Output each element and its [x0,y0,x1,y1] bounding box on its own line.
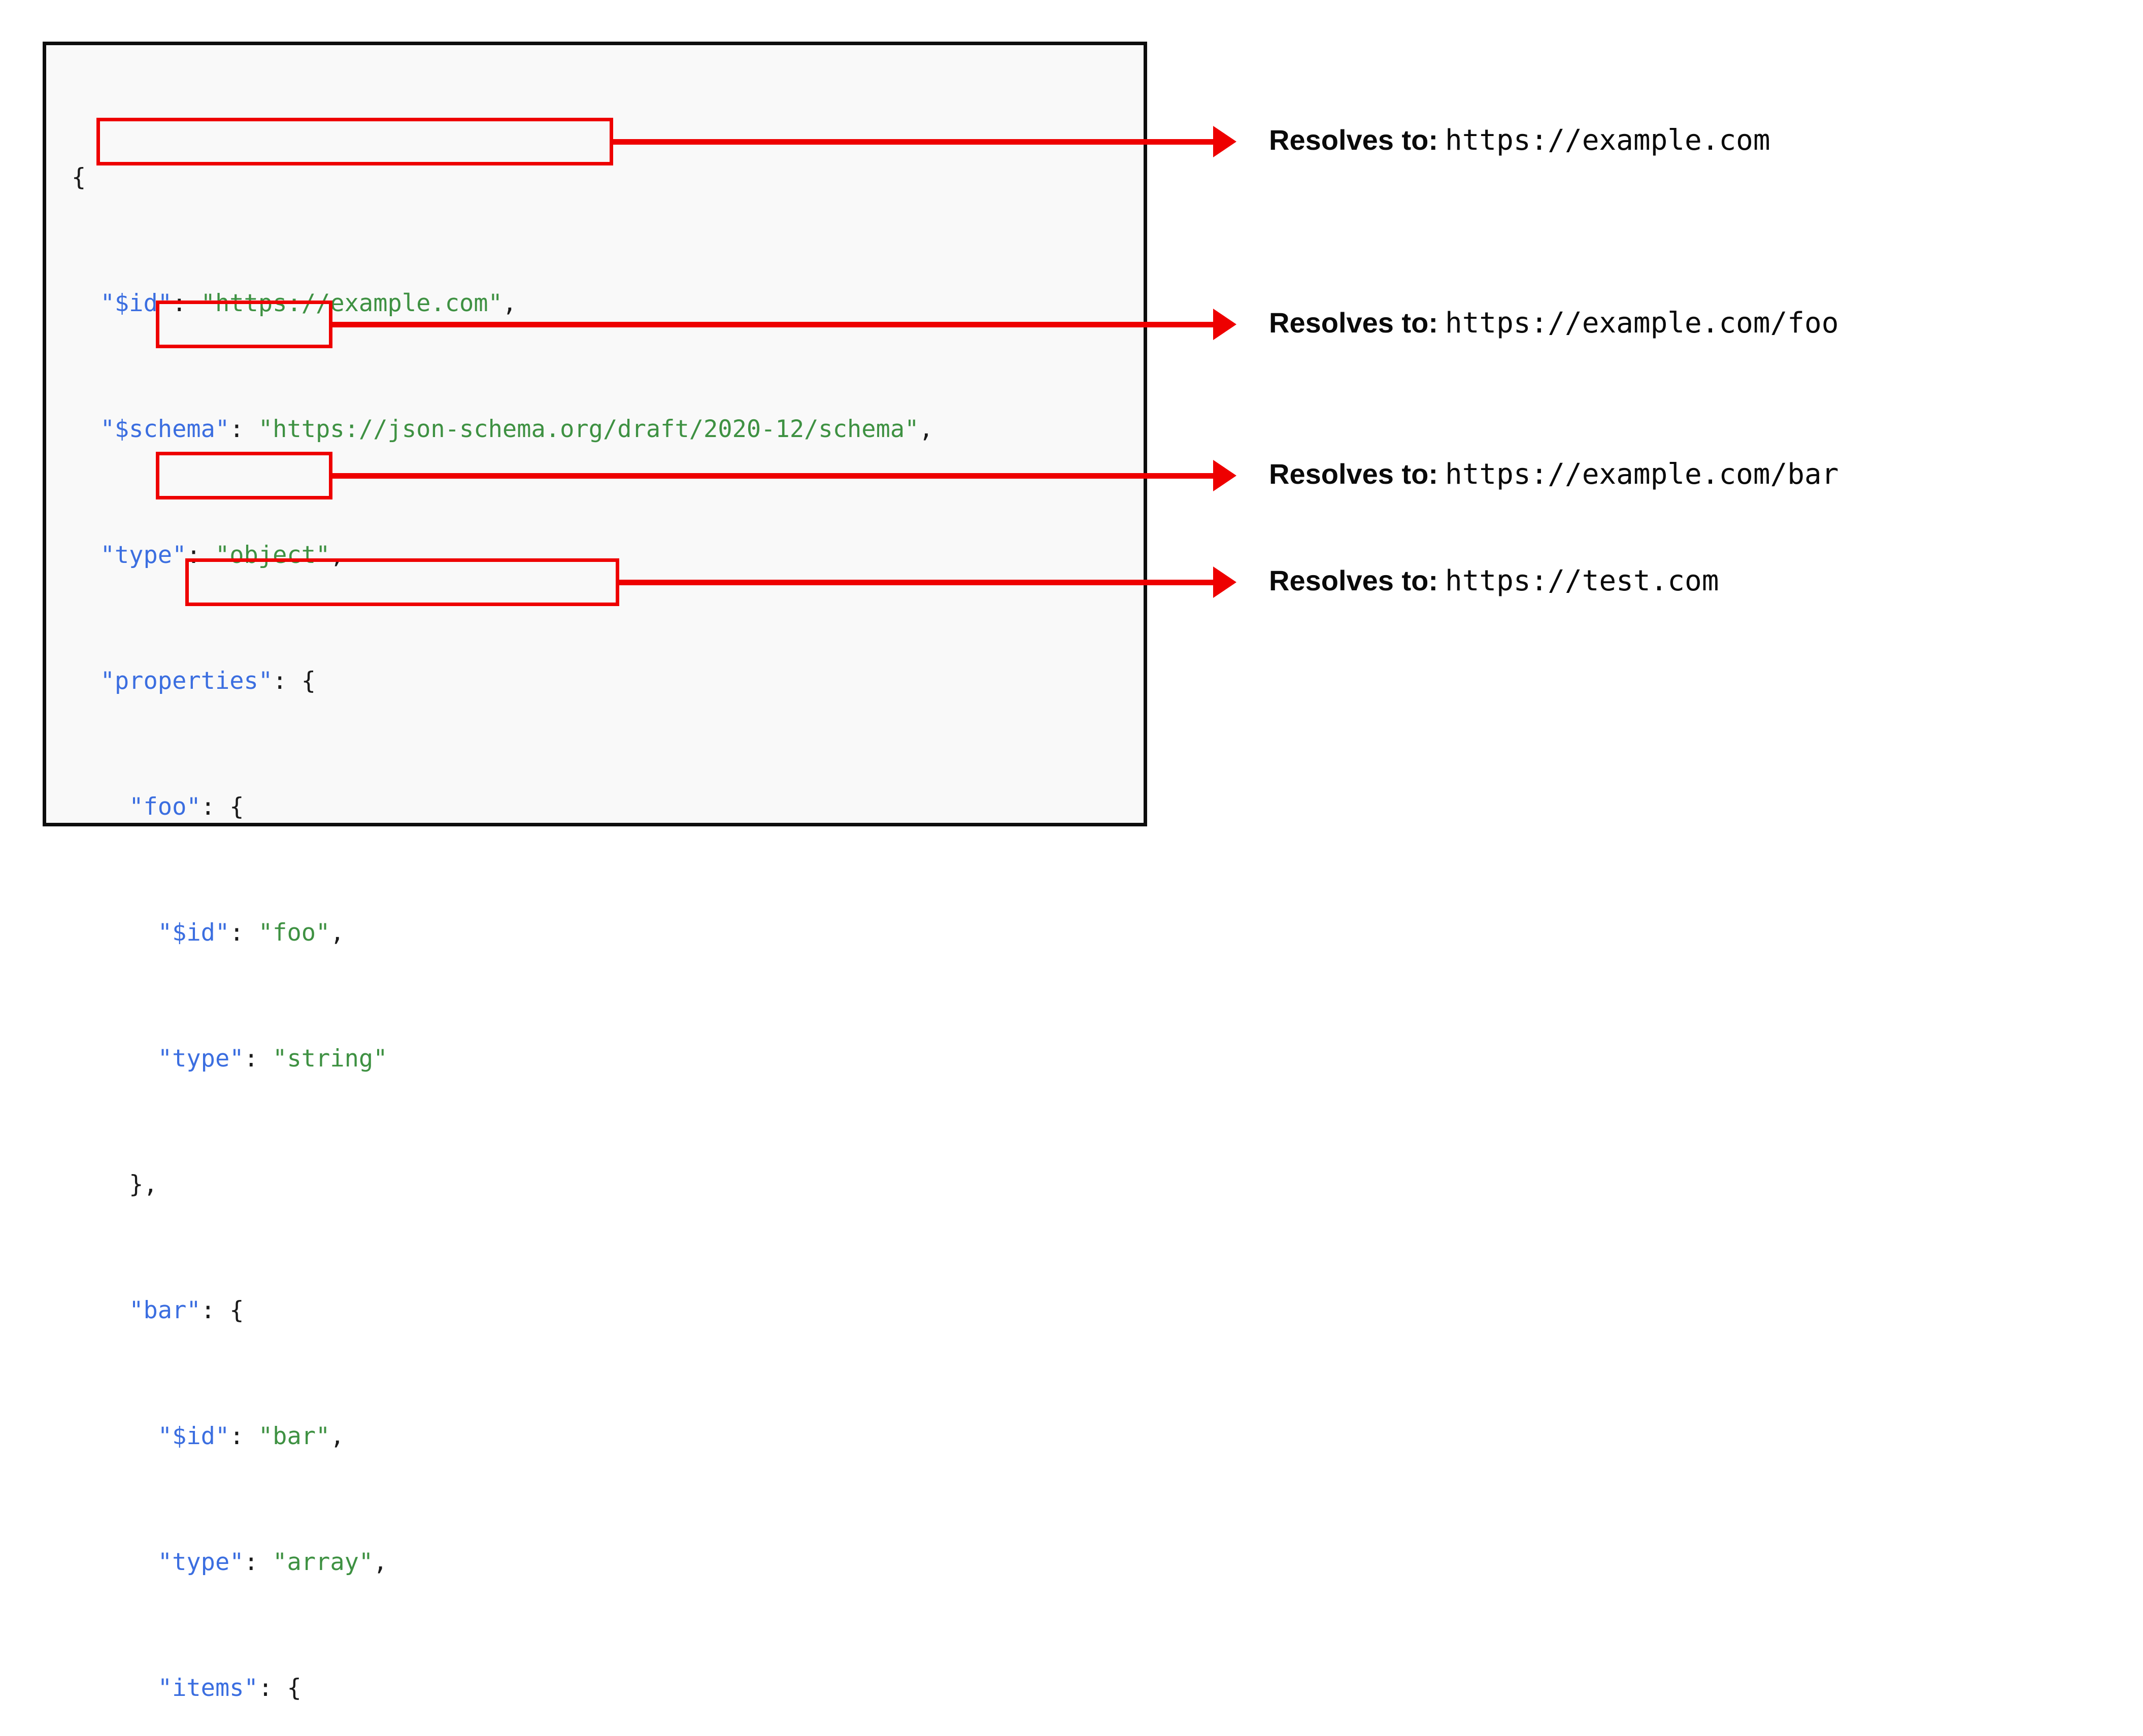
code-line: "type": "object", [100,541,345,569]
code-line: { [72,163,86,191]
code-line: "$schema": "https://json-schema.org/draf… [100,415,933,443]
json-code-panel: { "$id": "https://example.com", "$schema… [43,42,1147,1702]
json-key: "properties" [100,667,273,695]
json-value: "https://json-schema.org/draft/2020-12/s… [258,415,919,443]
json-value: "string" [273,1045,388,1073]
json-key: "$id" [157,1422,230,1450]
json-value: "object" [215,541,330,569]
annotation-url: https://example.com/foo [1445,307,1839,340]
annotation-label: Resolves to: [1269,124,1438,156]
code-line: }, [72,1171,158,1198]
json-key: "type" [100,541,187,569]
code-line: "$id": "https://example.com", [100,289,517,317]
json-key: "$id" [157,919,230,947]
annotation-url: https://test.com [1445,564,1719,597]
json-value: "foo" [258,919,330,947]
diagram-canvas: { "$id": "https://example.com", "$schema… [43,42,1838,1702]
arrow-head-foo-id [1213,309,1236,340]
json-key: "bar" [129,1296,201,1324]
connector-line-bar-id [329,473,1216,479]
connector-line-items-id [616,580,1216,585]
code-line: "$id": "foo", [157,919,345,947]
arrow-head-root-id [1213,126,1236,157]
json-code-block: { "$id": "https://example.com", "$schema… [46,45,933,1736]
json-value: "bar" [258,1422,330,1450]
json-key: "foo" [129,793,201,821]
json-value: "https://example.com" [200,289,503,317]
json-key: "$schema" [100,415,230,443]
annotation-label: Resolves to: [1269,458,1438,490]
annotation-root-id: Resolves to:https://example.com [1269,126,1770,155]
annotation-url: https://example.com/bar [1445,458,1839,491]
annotation-items-id: Resolves to:https://test.com [1269,566,1719,595]
json-value: "array" [273,1548,374,1576]
code-line: "bar": { [129,1296,244,1324]
code-line: "properties": { [100,667,316,695]
code-line: "items": { [157,1674,302,1702]
annotation-label: Resolves to: [1269,307,1438,339]
annotation-label: Resolves to: [1269,564,1438,596]
arrow-head-bar-id [1213,460,1236,491]
code-line: "$id": "bar", [157,1422,345,1450]
code-line: "foo": { [129,793,244,821]
json-key: "type" [157,1045,244,1073]
annotation-url: https://example.com [1445,124,1770,157]
json-key: "items" [157,1674,258,1702]
annotation-bar-id: Resolves to:https://example.com/bar [1269,460,1838,489]
json-key: "type" [157,1548,244,1576]
connector-line-root-id [610,139,1216,145]
code-line: "type": "array", [157,1548,388,1576]
annotation-foo-id: Resolves to:https://example.com/foo [1269,309,1838,338]
json-key: "$id" [100,289,173,317]
connector-line-foo-id [329,322,1216,327]
code-line: "type": "string" [157,1045,388,1073]
arrow-head-items-id [1213,566,1236,598]
